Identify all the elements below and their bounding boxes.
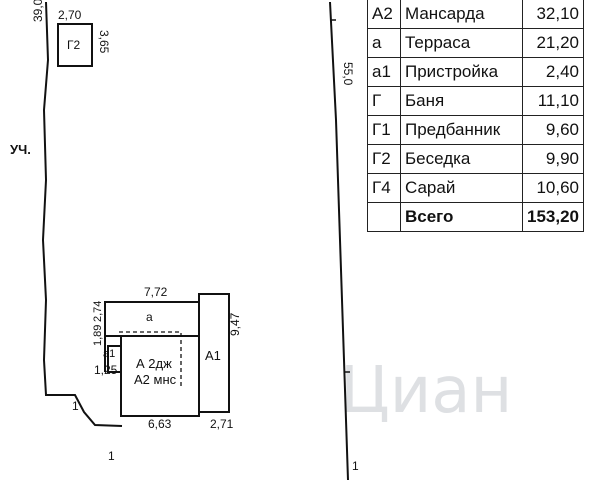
- row-name: Терраса: [400, 28, 523, 58]
- small-dim-bottom: 1: [108, 449, 115, 463]
- g2-code: Г2: [67, 38, 80, 52]
- row-code: Г4: [367, 173, 401, 203]
- annex-a1: [107, 345, 122, 373]
- row-name: Баня: [400, 86, 523, 116]
- table-row: Г1 Предбанник 9,60: [367, 115, 584, 145]
- row-code: а: [367, 28, 401, 58]
- small-dim-left: 1: [72, 399, 79, 413]
- a1-block-label: А1: [205, 348, 221, 363]
- table-row: а Терраса 21,20: [367, 28, 584, 58]
- g2-length-dim: 3,65: [97, 30, 111, 54]
- row-code: Г: [367, 86, 401, 116]
- total-row: Всего 153,20: [367, 202, 584, 232]
- left-boundary-line: [41, 1, 123, 427]
- row-name: Мансарда: [400, 0, 523, 29]
- right-boundary-dim: 55,0: [341, 62, 355, 86]
- left-boundary-dim: 39,0: [31, 0, 45, 22]
- row-name: Пристройка: [400, 57, 523, 87]
- row-area: 11,10: [522, 86, 584, 116]
- row-code: А2: [367, 0, 401, 29]
- a1-dim: 1,25: [94, 363, 118, 377]
- row-area: 21,20: [522, 28, 584, 58]
- row-area: 10,60: [522, 173, 584, 203]
- watermark-text: Циан: [340, 354, 512, 428]
- table-row: Г Баня 11,10: [367, 86, 584, 116]
- main-house: [120, 335, 200, 417]
- row-area: 9,90: [522, 144, 584, 174]
- main-label-line1: А 2дж: [136, 356, 172, 371]
- house-top-width: 7,72: [144, 285, 168, 299]
- row-area: 2,40: [522, 57, 584, 87]
- house-bottom-width: 6,63: [148, 417, 172, 431]
- table-row: Г2 Беседка 9,90: [367, 144, 584, 174]
- a1-block-width: 2,71: [210, 417, 234, 431]
- row-name: Предбанник: [400, 115, 523, 145]
- plot-label: УЧ.: [10, 142, 31, 157]
- house-plan: [104, 293, 230, 417]
- total-area: 153,20: [522, 202, 584, 232]
- row-name: Беседка: [400, 144, 523, 174]
- main-label-line2: А2 мнс: [134, 372, 177, 387]
- house-right-dim: 9,47: [228, 312, 242, 336]
- table-row: а1 Пристройка 2,40: [367, 57, 584, 87]
- row-name: Сарай: [400, 173, 523, 203]
- row-code: Г2: [367, 144, 401, 174]
- left-dim-a: 1,89: [92, 325, 104, 346]
- row-area: 9,60: [522, 115, 584, 145]
- total-code: [367, 202, 401, 232]
- small-dim-right: 1: [352, 459, 359, 473]
- area-table: А2 Мансарда 32,10 а Терраса 21,20 а1 При…: [367, 0, 584, 232]
- row-code: а1: [367, 57, 401, 87]
- row-area: 32,10: [522, 0, 584, 29]
- total-label: Всего: [400, 202, 523, 232]
- a1-code: а1: [103, 348, 115, 360]
- right-boundary-line: [329, 1, 349, 480]
- g2-width-dim: 2,70: [58, 8, 82, 22]
- terrace-code: а: [146, 310, 153, 324]
- table-row: А2 Мансарда 32,10: [367, 0, 584, 29]
- building-g2: [57, 23, 93, 67]
- left-dim-b: 2,74: [92, 301, 104, 322]
- table-row: Г4 Сарай 10,60: [367, 173, 584, 203]
- row-code: Г1: [367, 115, 401, 145]
